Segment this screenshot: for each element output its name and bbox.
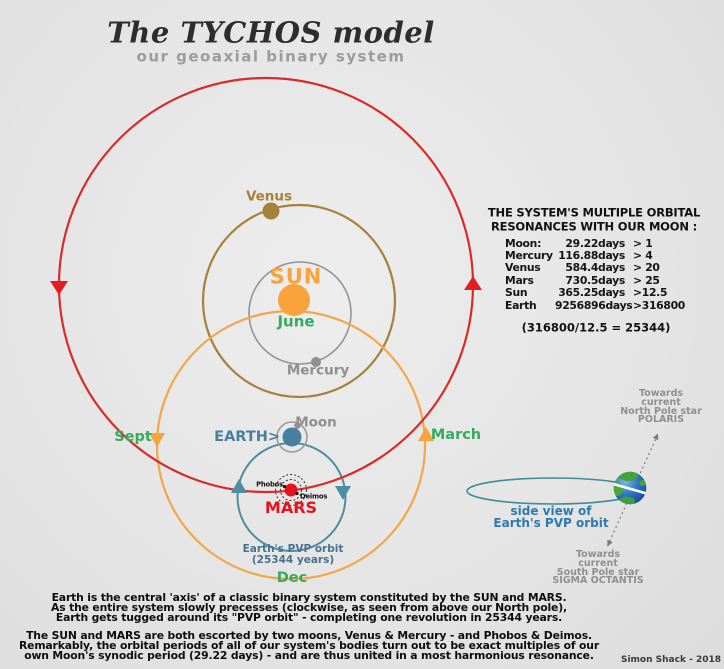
- page-subtitle: our geoaxial binary system: [136, 47, 406, 66]
- signature: Simon Shack - 2018: [620, 655, 721, 665]
- sun-orbit-arrow-right-icon: [464, 276, 482, 290]
- footer-paragraph-2: The SUN and MARS are both escorted by tw…: [18, 629, 600, 662]
- moon-label: Moon: [295, 414, 337, 431]
- resonance-row: Sun 365.25days >12.5: [505, 286, 668, 300]
- march-label: March: [430, 426, 482, 443]
- moon-orbit-circle: [276, 421, 308, 453]
- side-view-caption: side view of Earth's PVP orbit: [493, 504, 609, 530]
- pvp-orbit-arrow-left-icon: [149, 433, 165, 447]
- resonance-table: Moon: 29.22days > 1 Mercury 116.88days >…: [505, 236, 686, 312]
- pvp-orbit-label-line2: (25344 years): [251, 553, 335, 566]
- sept-label: Sept: [114, 428, 152, 445]
- side-view-pvp-ellipse: [466, 477, 640, 505]
- earth-dot: [282, 427, 302, 447]
- resonance-row: Moon: 29.22days > 1: [505, 236, 653, 250]
- deimos-label: Deimos: [300, 492, 328, 501]
- pvp-orbit-label-line1: Earth's PVP orbit: [242, 542, 344, 555]
- venus-label: Venus: [245, 188, 293, 205]
- june-label: June: [277, 312, 315, 331]
- resonance-row: Mercury 116.88days > 4: [505, 249, 653, 263]
- phobos-label: Phobos: [256, 480, 283, 489]
- globe-equator-line: [613, 481, 647, 496]
- sun-orbit-arrow-left-icon: [50, 281, 68, 295]
- mars-orbit-arrow-left-icon: [231, 479, 247, 493]
- footer-paragraph-1: Earth is the central 'axis' of a classic…: [51, 591, 567, 624]
- mercury-orbit-circle: [248, 261, 352, 365]
- sun-label: SUN: [269, 264, 323, 289]
- mars-label: MARS: [264, 498, 318, 517]
- phobos-orbit-circle: [280, 479, 302, 501]
- moon-dot: [294, 422, 301, 429]
- phobos-dot: [282, 484, 287, 489]
- pvp-orbit-arrow-right-icon: [418, 427, 434, 441]
- page-title: The TYCHOS model: [107, 15, 435, 50]
- mars-orbit-arrow-right-icon: [335, 486, 351, 500]
- resonance-formula: (316800/12.5 = 25344): [521, 320, 671, 335]
- north-pole-label: Towards current North Pole star POLARIS: [620, 388, 702, 426]
- dec-label: Dec: [276, 569, 308, 586]
- resonance-heading-line2: RESONANCES WITH OUR MOON :: [491, 219, 697, 234]
- resonance-row: Mars 730.5days > 25: [505, 273, 660, 287]
- resonance-heading-line1: THE SYSTEM'S MULTIPLE ORBITAL: [487, 205, 701, 220]
- sun-dot: [278, 284, 310, 316]
- deimos-dot: [295, 491, 299, 496]
- south-pole-label: Towards current South Pole star SIGMA OC…: [552, 549, 644, 587]
- deimos-orbit-circle: [275, 474, 307, 506]
- earth-globe: [613, 471, 647, 505]
- venus-dot: [262, 202, 280, 220]
- earth-label: EARTH>: [214, 428, 280, 445]
- resonance-row: Venus 584.4days > 20: [505, 261, 660, 275]
- mars-orbit-circle: [236, 442, 347, 552]
- resonance-row: Earth 9256896days >316800: [505, 298, 686, 312]
- venus-orbit-circle: [201, 203, 397, 399]
- mars-dot: [284, 483, 298, 497]
- mercury-label: Mercury: [286, 362, 350, 379]
- polar-axis-north-arrow-icon: [652, 433, 659, 441]
- mercury-dot: [311, 357, 321, 367]
